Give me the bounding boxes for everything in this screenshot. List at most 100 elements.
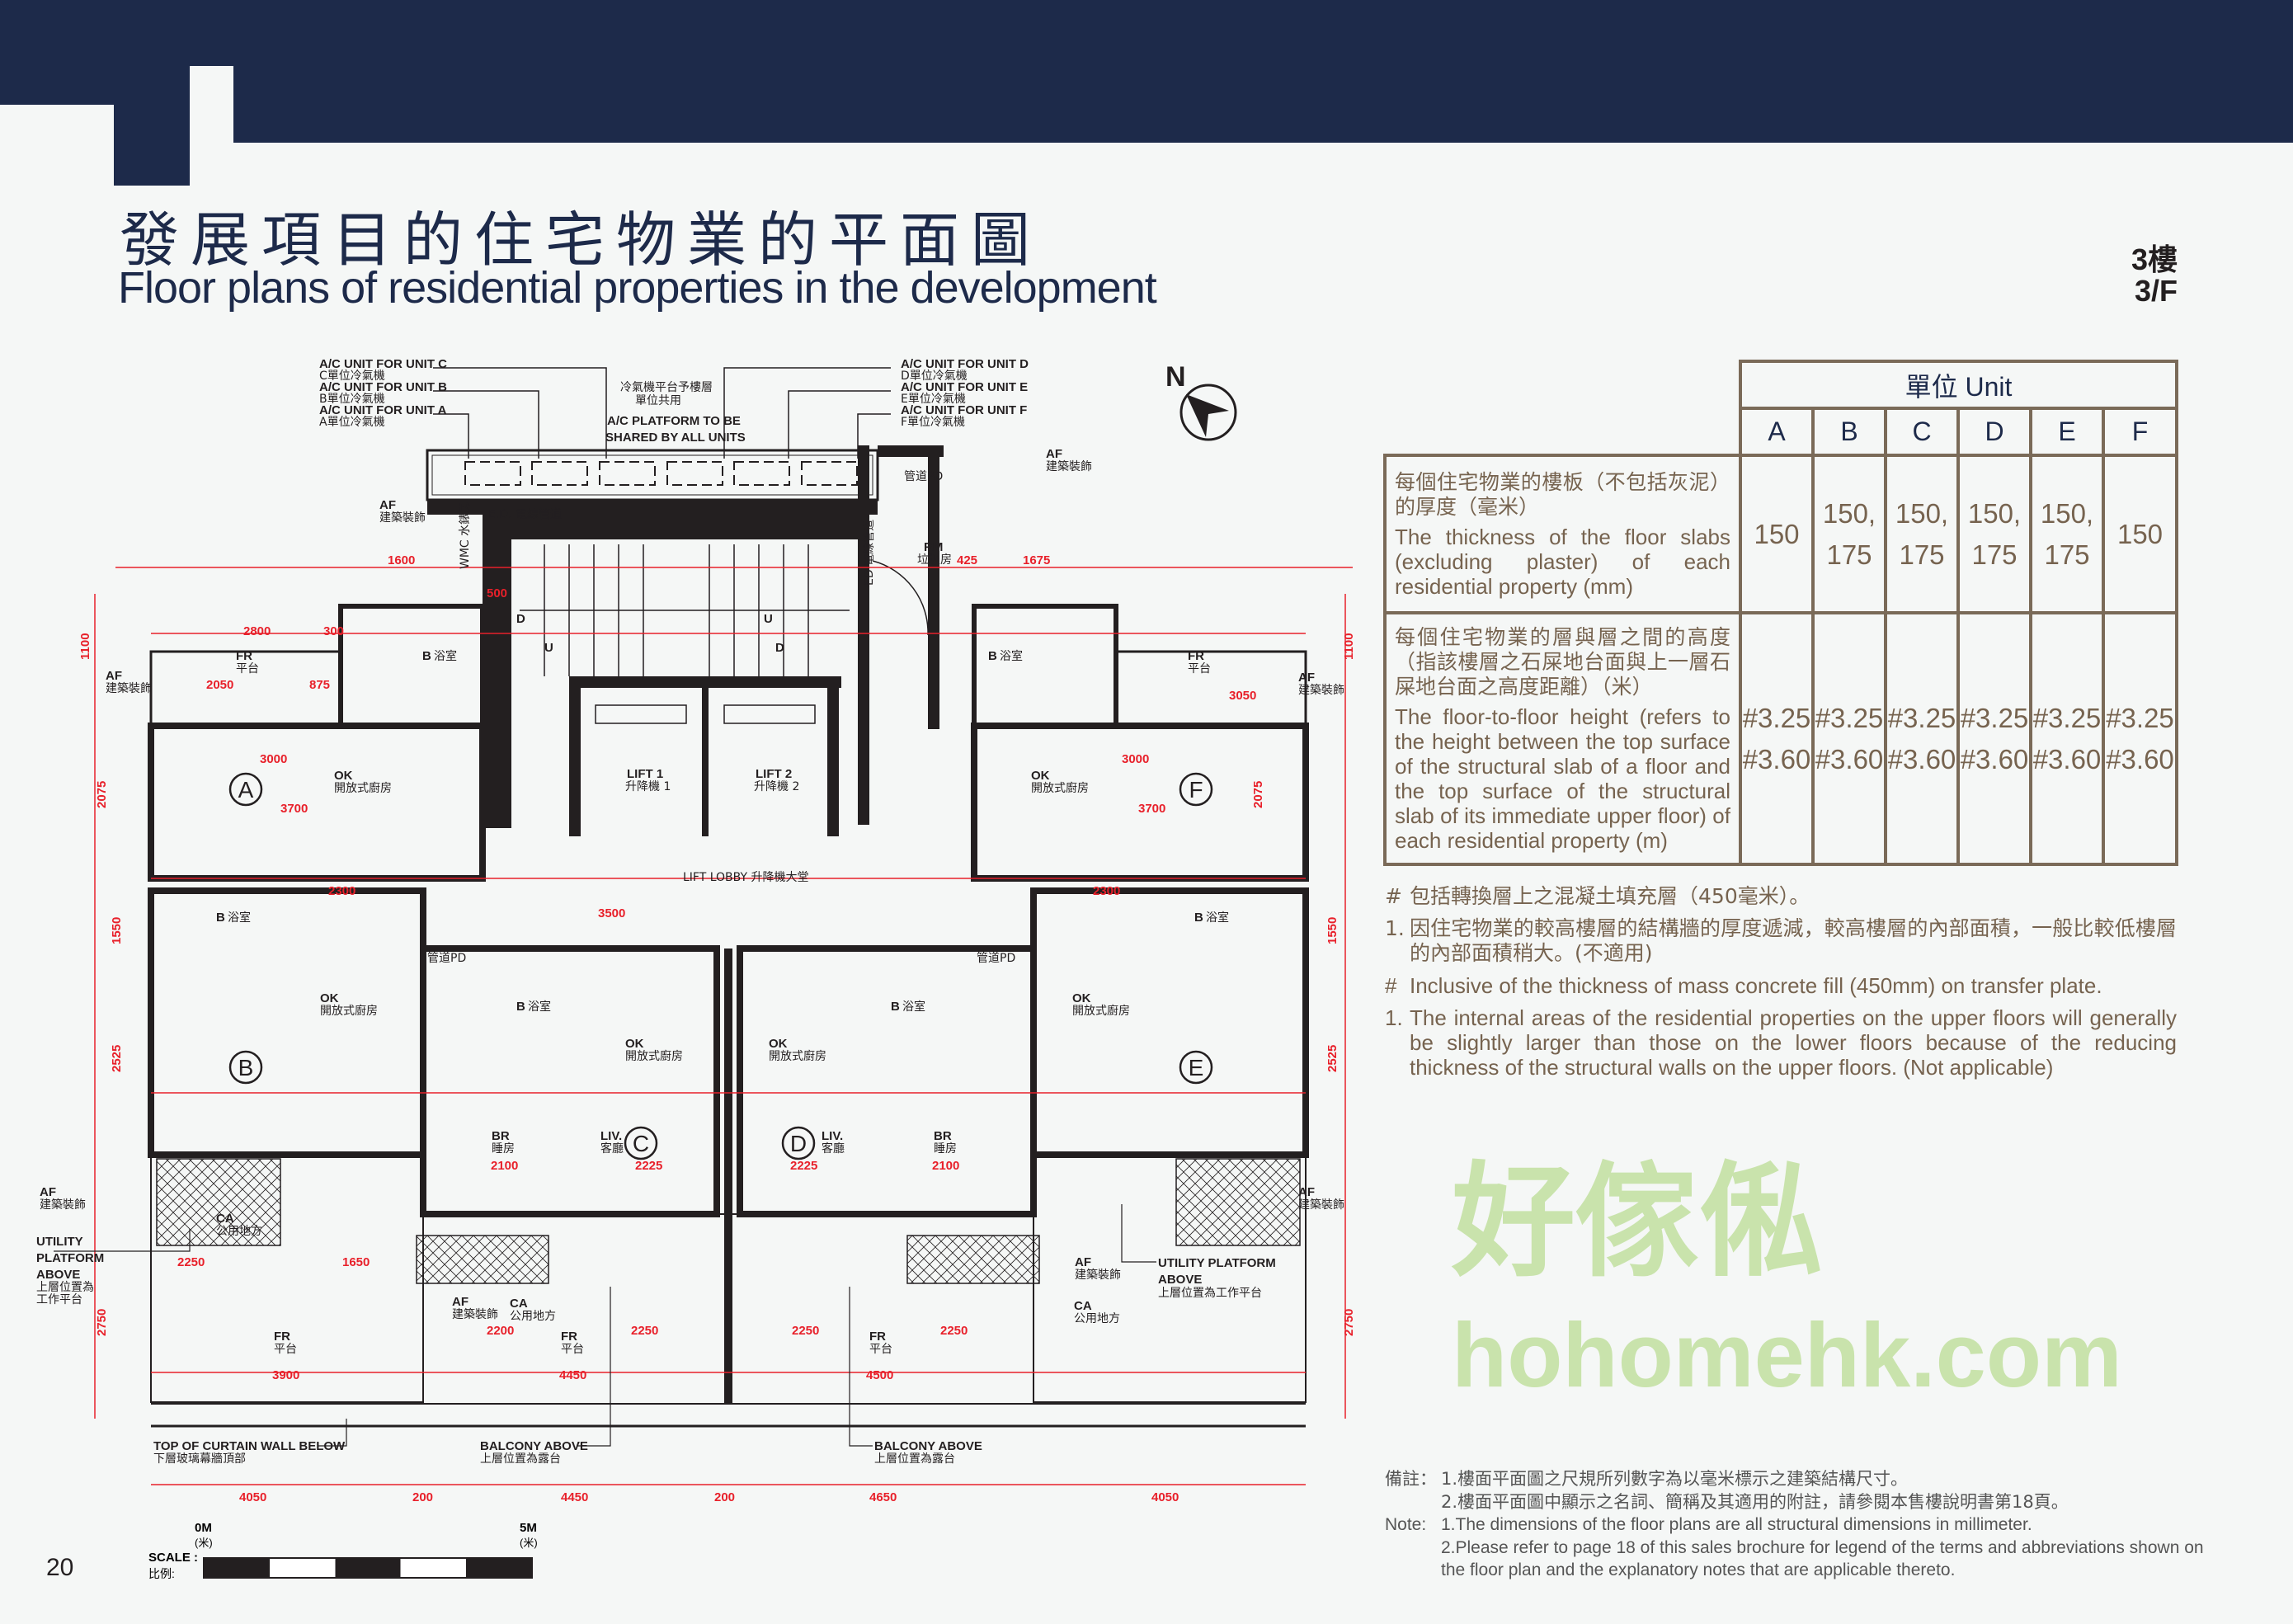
- note-mark: 1.: [1385, 1005, 1403, 1030]
- scale-label: SCALE :: [148, 1551, 198, 1565]
- plan-label: 3700: [1138, 802, 1165, 816]
- plan-label: 1550: [110, 917, 124, 944]
- plan-label: 建築裝飾: [1298, 1198, 1344, 1212]
- scale-end: 5M: [520, 1521, 537, 1535]
- plan-label: 3000: [1122, 752, 1149, 766]
- plan-label: RM: [924, 540, 943, 554]
- plan-label: UTILITY: [36, 1235, 83, 1249]
- plan-label: B: [216, 911, 225, 925]
- cell-value: #3.60: [1742, 743, 1811, 774]
- scale-end-zh: (米): [520, 1537, 538, 1549]
- plan-label: AF: [1075, 1255, 1091, 1269]
- cell-value: 175: [1971, 539, 2018, 570]
- stair-mark: U: [544, 641, 553, 655]
- plan-label: 2800: [243, 624, 271, 638]
- stair-mark: U: [764, 612, 773, 626]
- plan-label: B: [516, 1000, 525, 1014]
- plan-label: 平台: [1188, 662, 1211, 675]
- plan-label: A/C PLATFORM TO BE: [607, 414, 741, 428]
- plan-label: FR: [274, 1330, 290, 1344]
- ac-platform: [426, 367, 891, 501]
- row-label-en: The floor-to-floor height (refers to the…: [1395, 704, 1730, 853]
- plan-label: 2750: [95, 1309, 109, 1336]
- plan-label: 建築裝飾: [1075, 1269, 1121, 1282]
- unit-label-e: E: [1189, 1055, 1204, 1080]
- unit-col-c: C: [1884, 407, 1960, 457]
- remark-zh: 1.樓面平面圖之尺規所列數字為以毫米標示之建築結構尺寸。: [1441, 1469, 1909, 1489]
- unit-label-b: B: [238, 1055, 254, 1080]
- plan-label: OK: [1031, 769, 1050, 783]
- plan-label: 睡房: [934, 1142, 957, 1156]
- header-gap: [190, 66, 233, 148]
- plan-label: 單位共用: [635, 394, 681, 407]
- plan-label: 平台: [869, 1343, 892, 1356]
- plan-label: A單位冷氣機: [319, 416, 385, 429]
- cell: 150: [2102, 454, 2178, 614]
- plan-label: A/C UNIT FOR UNIT F: [901, 403, 1027, 417]
- plan-label: 浴室: [902, 1000, 925, 1014]
- plan-label: 1100: [78, 633, 92, 660]
- plan-label: 2250: [177, 1255, 205, 1269]
- plan-label: B單位冷氣機: [319, 393, 385, 406]
- note-item: 1.The internal areas of the residential …: [1385, 1005, 2177, 1080]
- plan-label: LIV.: [822, 1129, 843, 1143]
- note-mark: #: [1385, 973, 1397, 998]
- plan-label: 2050: [206, 678, 233, 692]
- cell: #3.25#3.60: [1956, 611, 2032, 866]
- plan-label: OK: [769, 1037, 788, 1051]
- plan-label: 2250: [792, 1324, 819, 1338]
- plan-label: 開放式廚房: [320, 1004, 378, 1018]
- plan-label: 建築裝飾: [452, 1308, 498, 1321]
- cell-value: #3.60: [1960, 743, 2029, 774]
- plan-label: 客廳: [822, 1142, 845, 1156]
- floor-label-zh: 3樓: [2131, 242, 2178, 276]
- page-title-zh: 發展項目的住宅物業的平面圖: [120, 205, 1043, 275]
- plan-label: CA: [1074, 1299, 1092, 1313]
- row-label-zh: 每個住宅物業的層與層之間的高度（指該樓層之石屎地台面與上一層石屎地台面之高度距離…: [1395, 624, 1730, 699]
- plan-label: 875: [309, 678, 330, 692]
- page-title-en: Floor plans of residential properties in…: [118, 263, 1157, 313]
- plan-label: 下層玻璃幕牆頂部: [153, 1452, 246, 1466]
- plan-label: 4650: [869, 1490, 897, 1504]
- plan-label: AF: [1298, 1185, 1315, 1199]
- plan-label: 2075: [95, 781, 109, 808]
- note-item: 1.因住宅物業的較高樓層的結構牆的厚度遞減，較高樓層的內部面積，一般比較低樓層的…: [1385, 916, 2177, 966]
- plan-label: 上層位置為工作平台: [1158, 1287, 1262, 1300]
- plan-label: AF: [40, 1185, 56, 1199]
- plan-label: FR: [1188, 649, 1204, 663]
- plan-label: 升降機 2: [754, 780, 799, 793]
- row-label: 每個住宅物業的層與層之間的高度（指該樓層之石屎地台面與上一層石屎地台面之高度距離…: [1383, 611, 1742, 866]
- note-text: Inclusive of the thickness of mass concr…: [1410, 973, 2102, 998]
- plan-label: 1100: [1342, 633, 1356, 660]
- plan-label: 平台: [561, 1343, 584, 1356]
- plan-label: 平台: [274, 1343, 297, 1356]
- scale-start-zh: (米): [195, 1537, 213, 1549]
- plan-label: SHARED BY ALL UNITS: [605, 431, 746, 445]
- scale-start: 0M: [195, 1521, 212, 1535]
- plan-label: 4500: [866, 1368, 893, 1382]
- scale-label-zh: 比例:: [148, 1567, 175, 1580]
- plan-label: 建築裝飾: [1298, 684, 1344, 697]
- unit-label-d: D: [790, 1131, 807, 1156]
- plan-label: 300: [323, 624, 344, 638]
- plan-label: 開放式廚房: [769, 1049, 826, 1063]
- plan-label: 平台: [236, 662, 259, 675]
- plan-label: 2250: [631, 1324, 658, 1338]
- plan-label: 管道PD: [904, 470, 943, 483]
- remarks: 備註：1.樓面平面圖之尺規所列數字為以毫米標示之建築結構尺寸。 2.樓面平面圖中…: [1385, 1468, 2210, 1582]
- plan-label: 200: [714, 1490, 735, 1504]
- note-text: 包括轉換層上之混凝土填充層（450毫米）。: [1410, 884, 1810, 908]
- plan-label: 2100: [932, 1159, 959, 1173]
- plan-label: AF: [1298, 671, 1315, 685]
- plan-label: 2075: [1251, 781, 1265, 808]
- plan-label: 4050: [1151, 1490, 1179, 1504]
- plan-label: B: [1194, 911, 1203, 925]
- plan-label: 睡房: [492, 1142, 515, 1156]
- plan-label: OK: [334, 769, 353, 783]
- plan-label: AF: [106, 669, 122, 683]
- note-text: 因住宅物業的較高樓層的結構牆的厚度遞減，較高樓層的內部面積，一般比較低樓層的內部…: [1410, 916, 2177, 965]
- plan-label: 2525: [1325, 1045, 1340, 1072]
- unit-label-c: C: [633, 1131, 649, 1156]
- plan-label: 2300: [1093, 884, 1120, 898]
